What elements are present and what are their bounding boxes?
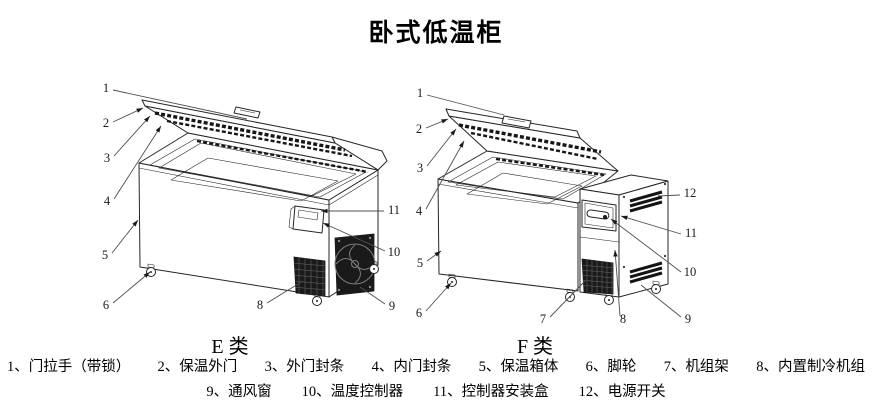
e-callouts: 1 2 3 4 5 6 8 9 10 11 (102, 81, 400, 313)
callout-number: 12 (684, 186, 697, 200)
leader-line (112, 89, 248, 120)
callout-number: 3 (417, 161, 423, 175)
e-door-handle (233, 106, 261, 119)
part-item: 12、电源开关 (578, 384, 666, 400)
f-machine-unit (579, 174, 669, 298)
leader-arrowhead (155, 126, 161, 133)
leader-line (610, 218, 682, 273)
leader-line (549, 280, 586, 318)
e-lid (141, 99, 388, 171)
part-item: 6、脚轮 (585, 359, 637, 375)
e-temperature-controller (288, 205, 325, 234)
callout-number: 11 (388, 203, 400, 217)
leader-arrowhead (132, 220, 138, 227)
callout-number: 3 (104, 151, 110, 165)
leader-line (640, 284, 682, 318)
parts-legend-row2: 9、通风窗 10、温度控制器 11、控制器安装盒 12、电源开关 (0, 380, 872, 401)
part-item: 9、通风窗 (206, 384, 272, 400)
leader-line (614, 249, 621, 317)
f-vent-slots (622, 182, 667, 284)
parts-legend-row1: 1、门拉手（带锁） 2、保温外门 3、外门封条 4、内门封条 5、保温箱体 6、脚轮 7、机… (0, 355, 872, 376)
e-cabinet-body (138, 132, 379, 298)
f-vent-grille (581, 258, 614, 295)
callout-number: 7 (540, 312, 546, 326)
callout-number: 5 (417, 256, 423, 270)
leader-arrowhead (434, 251, 441, 257)
callout-number: 10 (388, 245, 401, 259)
f-door-handle (501, 115, 532, 129)
callout-number: 2 (103, 116, 109, 130)
part-item: 11、控制器安装盒 (433, 384, 549, 400)
callout-number: 5 (102, 248, 108, 262)
leader-arrowhead (611, 219, 618, 225)
leader-line (111, 219, 139, 254)
e-casters (146, 260, 379, 306)
part-item: 5、保温箱体 (478, 359, 559, 375)
leader-line (322, 222, 386, 252)
callout-number: 10 (684, 265, 697, 279)
f-lid (445, 108, 619, 172)
callout-number: 4 (104, 194, 111, 208)
callout-number: 9 (685, 312, 691, 326)
parts-legend: 1、门拉手（带锁） 2、保温外门 3、外门封条 4、内门封条 5、保温箱体 6、脚轮 7、机… (0, 355, 872, 401)
page-title: 卧式低温柜 (368, 20, 504, 47)
leader-arrowhead (613, 250, 618, 257)
f-cabinet-body (437, 150, 619, 292)
leader-arrowhead (441, 119, 448, 124)
callout-number: 1 (103, 81, 109, 95)
leader-line (266, 280, 304, 304)
e-fan (334, 233, 376, 296)
leader-line (426, 128, 457, 167)
leader-arrowhead (450, 129, 456, 136)
part-item: 2、保温外门 (157, 359, 238, 375)
f-type-label: F 类 (516, 336, 554, 358)
part-item: 1、门拉手（带锁） (7, 359, 131, 375)
callout-number: 2 (416, 122, 422, 136)
leader-arrowhead (458, 141, 464, 148)
leader-arrowhead (321, 208, 328, 214)
e-type-label: E 类 (211, 336, 249, 358)
leader-line (425, 140, 465, 210)
e-type-drawing: 1 2 3 4 5 6 8 9 10 11 (102, 81, 400, 313)
leader-arrowhead (621, 215, 628, 220)
callout-number: 8 (257, 298, 263, 312)
callout-number: 9 (389, 299, 395, 313)
callout-number: 4 (416, 204, 423, 218)
callout-number: 6 (416, 306, 422, 320)
f-controller-box (581, 199, 617, 232)
leader-line (657, 194, 681, 197)
leader-arrowhead (136, 108, 143, 113)
part-item: 3、外门封条 (264, 359, 345, 375)
e-vent-grille (293, 256, 326, 297)
leader-arrowhead (323, 223, 330, 228)
leader-line (620, 215, 682, 235)
part-item: 8、内置制冷机组 (756, 359, 865, 375)
leader-line (113, 115, 151, 157)
leader-line (112, 271, 151, 304)
leader-arrowhead (143, 272, 150, 278)
callout-number: 11 (685, 226, 697, 240)
leader-arrowhead (445, 283, 451, 290)
callout-number: 6 (103, 298, 109, 312)
leader-arrowhead (144, 116, 150, 123)
leader-line (426, 94, 505, 116)
part-item: 7、机组架 (663, 359, 729, 375)
part-item: 10、温度控制器 (301, 384, 404, 400)
leader-line (113, 125, 162, 200)
leader-line (359, 286, 386, 305)
callout-number: 1 (417, 86, 423, 100)
part-item: 4、内门封条 (371, 359, 452, 375)
callout-number: 8 (620, 312, 626, 326)
